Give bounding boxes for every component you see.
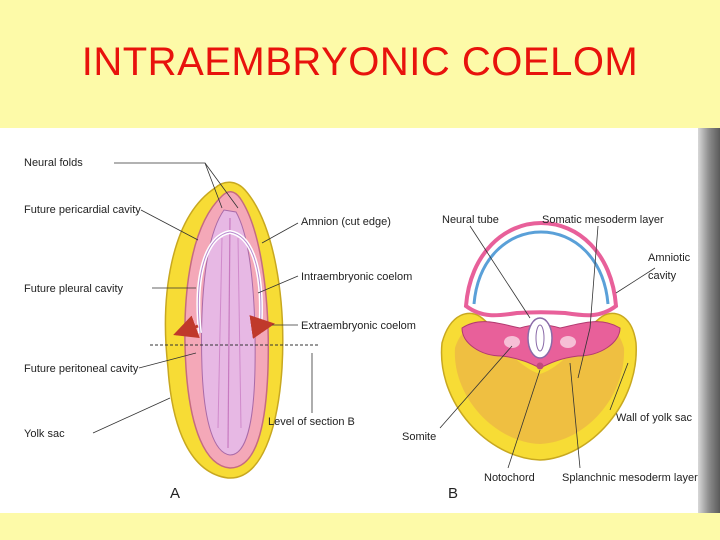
- amniotic-dome: [463, 220, 619, 318]
- label-extraembryonic-coelom: Extraembryonic coelom: [301, 320, 416, 332]
- panel-b-drawing: [440, 220, 637, 461]
- figure-panel: Neural folds Future pericardial cavity F…: [0, 128, 720, 513]
- panel-b-letter: B: [448, 485, 458, 502]
- label-somatic-mesoderm-layer: Somatic mesoderm layer: [542, 214, 664, 226]
- label-neural-tube: Neural tube: [442, 214, 499, 226]
- label-yolk-sac: Yolk sac: [24, 428, 65, 440]
- panel-a-drawing: [150, 181, 318, 479]
- label-level-of-section-b: Level of section B: [268, 416, 355, 428]
- right-coelom-arrow: [249, 315, 275, 339]
- notochord-shape: [536, 362, 544, 370]
- label-cavity: cavity: [648, 270, 677, 282]
- label-wall-of-yolk-sac: Wall of yolk sac: [616, 412, 693, 424]
- label-future-pleural-cavity: Future pleural cavity: [24, 283, 124, 295]
- panel-a-letter: A: [170, 485, 180, 502]
- label-splanchnic-mesoderm-layer: Splanchnic mesoderm layer: [562, 472, 698, 484]
- label-amnion-cut-edge: Amnion (cut edge): [301, 216, 391, 228]
- left-coelom-arrow: [173, 315, 200, 339]
- book-page-edge: [698, 128, 720, 513]
- panel-b-leaders: [439, 225, 656, 469]
- label-neural-folds: Neural folds: [24, 157, 83, 169]
- label-future-pericardial-cavity: Future pericardial cavity: [24, 204, 141, 216]
- embryo-diagram: Neural folds Future pericardial cavity F…: [24, 157, 698, 502]
- label-notochord: Notochord: [484, 472, 535, 484]
- slide-title: INTRAEMBRYONIC COELOM: [81, 40, 639, 84]
- label-somite: Somite: [402, 431, 436, 443]
- embryonic-disc: [201, 209, 256, 456]
- label-amniotic: Amniotic: [648, 252, 691, 264]
- label-intraembryonic-coelom: Intraembryonic coelom: [301, 271, 412, 283]
- panel-a-leaders: [92, 162, 313, 434]
- label-future-peritoneal-cavity: Future peritoneal cavity: [24, 363, 139, 375]
